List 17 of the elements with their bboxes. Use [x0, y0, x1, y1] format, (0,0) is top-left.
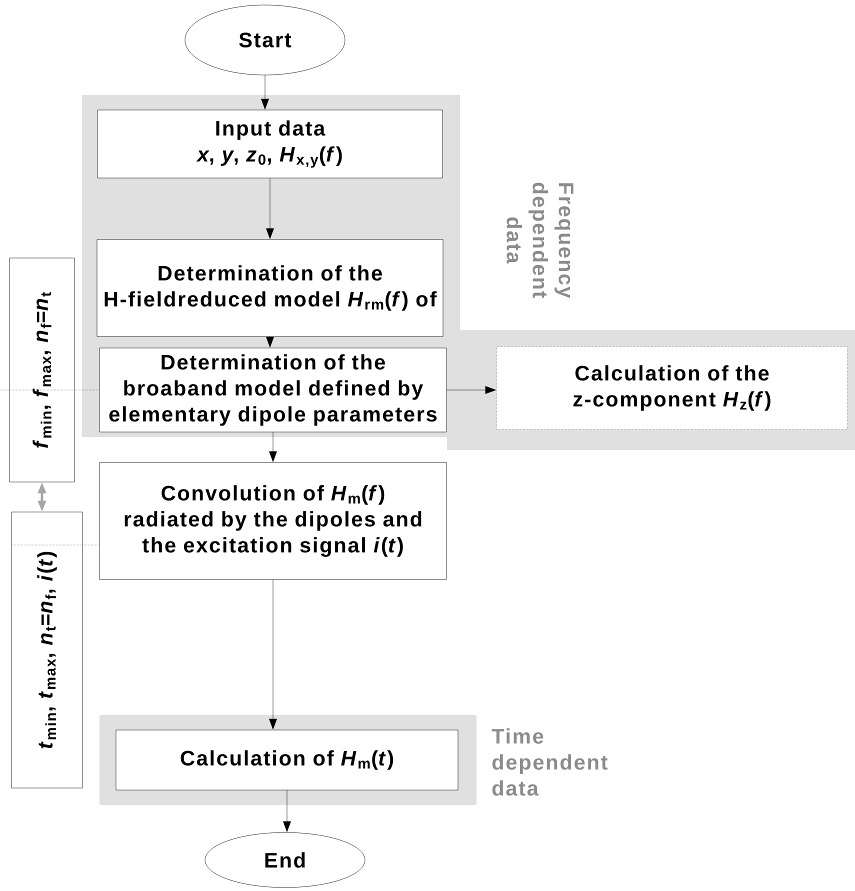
arrow [269, 580, 277, 730]
parameter-box: t$_{min}$, t$_{max}$, n$_{t}$=n$_{f}$, i(t) [11, 512, 83, 788]
arrow [266, 336, 274, 348]
band-label: Time dependent data [492, 728, 608, 796]
parameter-box: f$_{min}$, f$_{max}$, n$_{f}$=n$_{t}$ [9, 258, 75, 482]
arrow [266, 178, 274, 239]
process-box: Convolution of H$_{m}$(f) radiated by the dipoles and the excitation signal i(t) [99, 462, 447, 580]
arrow [261, 75, 269, 110]
band-label: Frequency dependent data [506, 182, 574, 298]
process-box: Input data x,y, z$_{0}$, H$_{x,y}$(f) [97, 110, 443, 178]
arrow [446, 386, 496, 394]
process-box: Calculation of H$_{m}$(t) [116, 730, 458, 790]
arrow [269, 432, 277, 462]
process-box: Calculation of the z-component H$_{z}$(f) [496, 346, 848, 430]
process-box: Determination of the H-fieldreduced model H$_{rm}$(f) of [96, 239, 444, 337]
arrow [283, 790, 291, 832]
process-box: Determination of the broaband model defined by elementary dipole parameters [99, 348, 447, 432]
